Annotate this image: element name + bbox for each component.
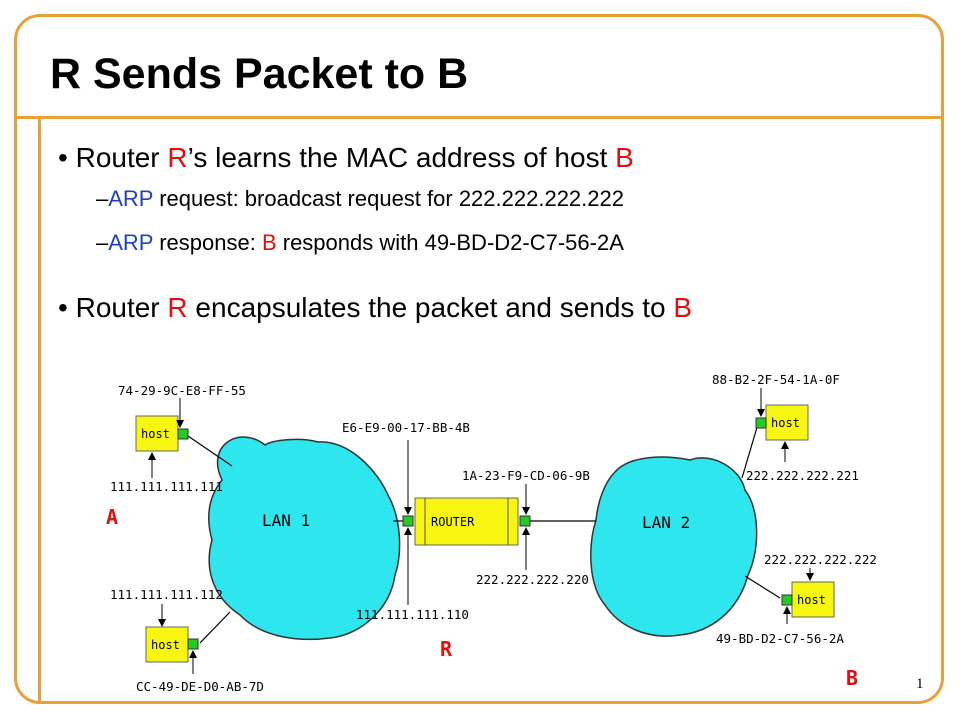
host-a-ip: 111.111.111.111: [110, 479, 223, 494]
host-lb-label: host: [151, 638, 180, 652]
host-a-label: host: [141, 427, 170, 441]
router-ip-right: 222.222.222.220: [476, 572, 589, 587]
bullet-1: • Router R’s learns the MAC address of h…: [58, 142, 634, 173]
router-port-left: [402, 515, 414, 527]
host-rt-mac: 88-B2-2F-54-1A-0F: [712, 372, 840, 387]
router-mac-right: 1A-23-F9-CD-06-9B: [462, 468, 590, 483]
slide-frame: [14, 14, 944, 704]
lan-1-label: LAN 1: [262, 511, 310, 530]
host-lb-port: [187, 638, 199, 650]
router-name: R: [440, 637, 453, 661]
lan-2-label: LAN 2: [642, 513, 690, 532]
bullet-2: • Router R encapsulates the packet and s…: [58, 292, 693, 323]
router-label: ROUTER: [431, 515, 475, 529]
host-b-mac: 49-BD-D2-C7-56-2A: [716, 631, 844, 646]
title-divider: [14, 116, 944, 119]
page-number: 1: [916, 676, 924, 692]
bullet-1-sub-2: –ARP response: B responds with 49-BD-D2-…: [96, 230, 624, 255]
host-b-name: B: [846, 666, 858, 690]
host-b-ip: 222.222.222.222: [764, 552, 877, 567]
slide-title: R Sends Packet to B: [50, 50, 469, 98]
host-a: host: [135, 415, 189, 452]
lan-2-cloud: [590, 456, 758, 637]
bullet-1-sub-1: –ARP request: broadcast request for 222.…: [96, 186, 624, 211]
router-ip-left: 111.111.111.110: [356, 607, 469, 622]
host-lb-mac: CC-49-DE-D0-AB-7D: [136, 679, 264, 694]
host-rt-label: host: [771, 416, 800, 430]
host-rt-port: [755, 417, 767, 429]
link-lan2-host-rt: [741, 423, 759, 479]
host-b-label: host: [797, 593, 826, 607]
host-b-port: [781, 594, 793, 606]
link-lan2-host-b: [744, 575, 781, 599]
router-port-right: [519, 515, 531, 527]
host-a-name: A: [106, 505, 118, 529]
left-divider: [38, 116, 41, 704]
router-mac-left: E6-E9-00-17-BB-4B: [342, 420, 470, 435]
host-a-port: [177, 428, 189, 440]
link-host-lb-lan1: [199, 611, 231, 644]
link-host-a-lan1: [187, 435, 233, 467]
host-lb-ip: 111.111.111.112: [110, 587, 223, 602]
host-left-bottom: host: [145, 626, 199, 663]
host-a-mac: 74-29-9C-E8-FF-55: [118, 383, 246, 398]
lan-1-cloud: [208, 436, 401, 641]
host-rt-ip: 222.222.222.221: [746, 468, 859, 483]
router: ROUTER: [402, 497, 531, 546]
host-b: host: [781, 581, 835, 618]
host-right-top: host: [755, 404, 809, 441]
